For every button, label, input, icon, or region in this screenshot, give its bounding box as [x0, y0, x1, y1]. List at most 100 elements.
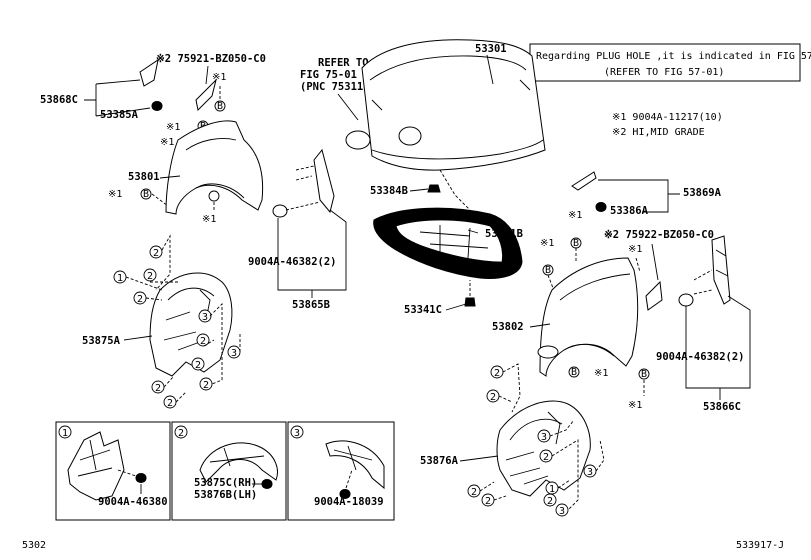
detail-1-dash: [117, 469, 137, 477]
ref-2-a: [149, 245, 163, 259]
seal-53866C-detail: [715, 249, 729, 277]
leader-75922: [651, 243, 659, 281]
mark-1-b: ※1: [166, 122, 180, 133]
detail-1-label: 9004A-46380: [98, 496, 168, 508]
bolt-b-a-label: B: [217, 101, 223, 112]
ref-2-f: [199, 377, 213, 391]
bolt-b-a: [214, 100, 226, 112]
detail-1-liner: [67, 431, 125, 501]
ref-3-a: [198, 309, 212, 323]
label-53801: 53801: [128, 171, 160, 183]
clip-9004A-right: [678, 293, 694, 307]
ref-2-j-label: 2: [490, 392, 496, 403]
mark-1-i: ※1: [594, 368, 608, 379]
label-75922: ※2 75922-BZ050-C0: [604, 229, 714, 241]
ref-2-e-label: 2: [195, 360, 201, 371]
dash-clip-left: [285, 201, 321, 211]
dash-h: [635, 257, 641, 273]
label-9004A-left: 9004A-46382(2): [248, 256, 337, 268]
ref-3-d-label: 3: [587, 467, 593, 478]
detail-box-1: [55, 421, 171, 521]
ref-3-c-label: 3: [541, 432, 547, 443]
hood-insulator: [373, 207, 523, 279]
ref-2-i-label: 2: [494, 368, 500, 379]
ref-2-b: [143, 268, 157, 282]
ref-2-l: [543, 493, 557, 507]
ref-2-e: [191, 357, 205, 371]
ref-1-b-label: 1: [549, 484, 555, 495]
bolt-b-d-label: B: [143, 189, 149, 200]
detail-3-num: 3: [294, 428, 300, 439]
label-53876A: 53876A: [420, 455, 459, 467]
ref-2-d: [196, 333, 210, 347]
molding-53869A: [571, 171, 597, 191]
label-53868C: 53868C: [40, 94, 78, 106]
bolt-b-f-label: B: [573, 238, 579, 249]
ref-2-b-label: 2: [147, 271, 153, 282]
ref-2-h-label: 2: [167, 398, 173, 409]
leader-53301: [486, 54, 494, 85]
detail-box-2: [171, 421, 287, 521]
leader-53868C: [84, 79, 151, 117]
leader-75921: [205, 65, 209, 85]
leader-53866C: [685, 295, 751, 389]
hood-panel: [345, 39, 546, 171]
refer-leader: [337, 93, 359, 121]
detail-2-num: 2: [178, 428, 184, 439]
dash-right-refs: [479, 363, 605, 511]
right-fender: [537, 257, 639, 377]
label-53869A: 53869A: [683, 187, 722, 199]
mark-1-j: ※1: [628, 400, 642, 411]
detail-2-label2: 53876B(LH): [194, 489, 257, 501]
label-53384B: 53384B: [370, 185, 408, 197]
dash-b-g: [547, 274, 557, 297]
detail-3-clip: [339, 489, 351, 499]
leader-53802: [529, 323, 551, 328]
ref-2-f-label: 2: [203, 380, 209, 391]
clip-53386A: [595, 202, 607, 212]
label-53341C: 53341C: [404, 304, 442, 316]
seal-53866C: [711, 235, 731, 305]
leader-53801: [159, 175, 181, 179]
mark-1-g: ※1: [540, 238, 554, 249]
label-53802: 53802: [492, 321, 524, 333]
detail-3-dash: [345, 469, 353, 489]
legend-mark1: ※1 9004A-11217(10): [612, 112, 723, 123]
seal-53865B: [313, 148, 335, 214]
mark-1-h: ※1: [628, 244, 642, 255]
footer-left: 5302: [22, 540, 46, 551]
bolt-b-h: [568, 366, 580, 378]
detail-2-num-circle: [174, 425, 188, 439]
ref-2-g-label: 2: [155, 383, 161, 394]
label-53865B: 53865B: [292, 299, 330, 311]
ref-2-a-label: 2: [153, 248, 159, 259]
bolt-b-h-label: B: [571, 367, 577, 378]
footer-right: 533917-J: [736, 540, 784, 551]
label-53875A: 53875A: [82, 335, 121, 347]
mark-1-f: ※1: [568, 210, 582, 221]
clip-53341C: [464, 297, 476, 307]
detail-2-clip: [261, 479, 273, 489]
label-53341B: 53341B: [485, 228, 523, 240]
mark-1-a: ※1: [212, 72, 226, 83]
mark-1-c: ※1: [160, 137, 174, 148]
dash-b-d: [151, 193, 169, 207]
hood-dash: [439, 169, 471, 211]
leader-53341B: [467, 229, 479, 234]
leader-53869A: [598, 179, 680, 213]
leader-53384B: [409, 188, 429, 192]
detail-3-liner: [325, 440, 385, 490]
left-fender: [165, 120, 264, 215]
bracket-53868C: [139, 58, 159, 87]
bolt-b-g-label: B: [545, 265, 551, 276]
legend-mark2: ※2 HI,MID GRADE: [612, 127, 705, 138]
mark-1-e: ※1: [202, 214, 216, 225]
refer-line2: FIG 75-01: [300, 69, 357, 81]
refer-line1: REFER TO: [318, 57, 369, 69]
detail-1-clip: [135, 473, 147, 483]
bolt-b-i: [638, 368, 650, 380]
bolt-b-i-label: B: [641, 369, 647, 380]
ref-2-l-label: 2: [547, 496, 553, 507]
